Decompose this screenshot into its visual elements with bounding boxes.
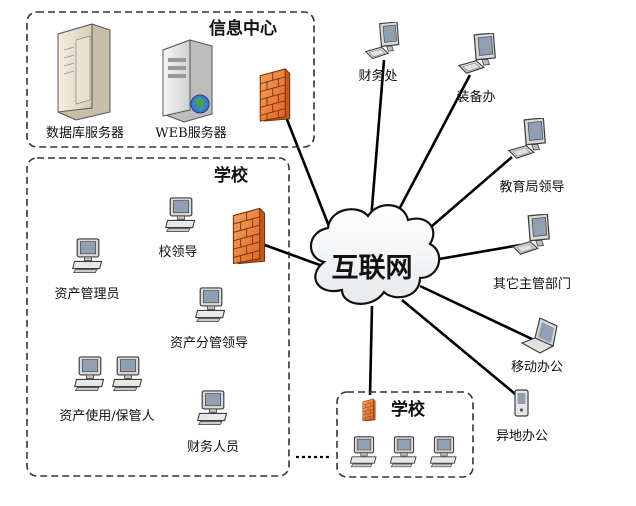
other-departments-label: 其它主管部门 [493, 276, 571, 292]
link-mobile-office [419, 284, 535, 342]
asset-user-pc-icon-1 [74, 356, 105, 392]
web-server-label: WEB服务器 [155, 125, 226, 141]
info-center-firewall-icon [259, 68, 291, 122]
education-bureau-label: 教育局领导 [499, 179, 564, 195]
info-center-border [26, 11, 315, 148]
link-remote-office [401, 298, 521, 400]
link-info-center [282, 111, 338, 245]
school-main-border [26, 157, 290, 477]
school-small-pc-icon-3 [429, 436, 457, 468]
internet-cloud-icon [309, 204, 441, 305]
internet-label: 互联网 [332, 253, 413, 284]
finance-staff-pc-icon [197, 390, 228, 426]
school-small-firewall-icon [362, 398, 376, 422]
equipment-office-workstation-icon [458, 33, 496, 74]
asset-division-leader-label: 资产分管领导 [170, 336, 248, 351]
school-small-group: 学校 [336, 391, 474, 478]
web-server-icon [162, 39, 213, 123]
school-small-border [336, 391, 474, 478]
school-main-group: 学校 校领导 资产管理员 资产分管领导 资产使用/保管人 财务人员 [26, 157, 290, 477]
db-server-label: 数据库服务器 [46, 125, 124, 141]
finance-office-label: 财务处 [358, 68, 397, 84]
remote-office-label: 异地办公 [496, 429, 548, 444]
education-bureau-workstation-icon [508, 118, 546, 159]
link-school-small [368, 305, 374, 396]
database-server-icon [57, 23, 111, 121]
equipment-office-label: 装备办 [456, 89, 495, 105]
asset-user-pc-icon-2 [112, 356, 143, 392]
link-finance-office [368, 59, 386, 233]
finance-staff-label: 财务人员 [187, 439, 239, 455]
school-main-firewall-icon [232, 207, 266, 265]
other-departments-workstation-icon [512, 214, 550, 255]
info-center-group: 信息中心 数据库服务器 WEB服务器 [26, 11, 315, 148]
school-small-title: 学校 [391, 399, 426, 420]
asset-manager-pc-icon [72, 238, 103, 274]
asset-manager-label: 资产管理员 [54, 287, 119, 302]
school-main-title: 学校 [214, 165, 249, 186]
principal-label: 校领导 [158, 244, 197, 260]
school-small-pc-icon-2 [389, 436, 417, 468]
link-school-main [261, 242, 329, 270]
asset-user-label: 资产使用/保管人 [59, 408, 154, 424]
asset-division-leader-pc-icon [195, 287, 226, 323]
info-center-title: 信息中心 [209, 18, 277, 39]
principal-pc-icon [165, 197, 196, 233]
school-small-pc-icon-1 [349, 436, 377, 468]
mobile-office-label: 移动办公 [511, 360, 563, 375]
finance-office-workstation-icon [365, 22, 400, 60]
mobile-office-laptop-icon [520, 317, 558, 354]
remote-office-device-icon [514, 389, 529, 417]
